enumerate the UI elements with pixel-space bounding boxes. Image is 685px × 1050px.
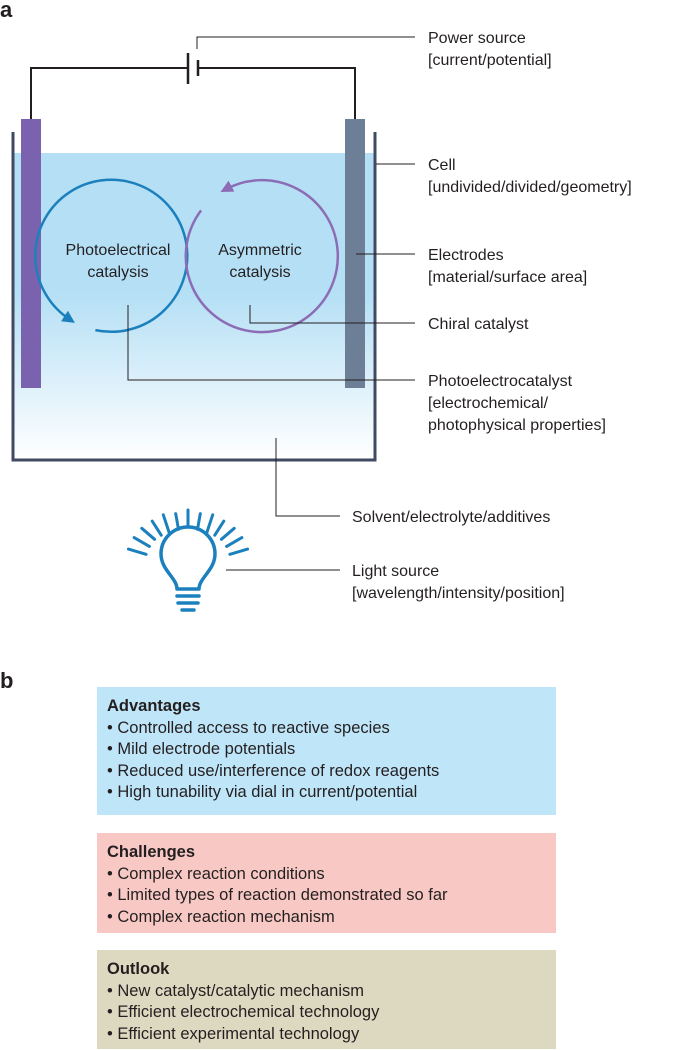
cell-detail: [undivided/divided/geometry] (428, 179, 632, 196)
lightbulb-icon (126, 508, 250, 612)
light-source-detail: [wavelength/intensity/position] (352, 585, 565, 602)
light-source-label: Light source (352, 563, 439, 580)
panel-b-letter: b (0, 668, 14, 693)
advantages-box: Advantages • Controlled access to reacti… (97, 687, 556, 815)
panel-a-letter: a (0, 0, 13, 22)
advantages-item: • Controlled access to reactive species (107, 718, 390, 737)
challenges-item: • Complex reaction conditions (107, 864, 325, 883)
asym-cycle-arrow (184, 178, 340, 334)
right-electrode (345, 119, 365, 388)
bulb-glass (159, 525, 217, 591)
photoelectrocatalyst-label: Photoelectrocatalyst (428, 373, 573, 390)
photo-cycle-label-line2: catalysis (87, 264, 148, 281)
reaction-cell (11, 132, 377, 462)
power-source-detail: [current/potential] (428, 52, 552, 69)
leader-lines (127, 36, 415, 571)
cell-label: Cell (428, 157, 456, 174)
electrodes-detail: [material/surface area] (428, 269, 587, 286)
outlook-title: Outlook (107, 960, 170, 978)
asym-cycle-label-line2: catalysis (229, 264, 290, 281)
challenges-title: Challenges (107, 843, 196, 861)
bulb-base (175, 594, 201, 612)
right-wire (198, 67, 356, 119)
challenges-item: • Complex reaction mechanism (107, 907, 335, 926)
advantages-title: Advantages (107, 697, 201, 715)
challenges-box: Challenges • Complex reaction conditions… (97, 833, 556, 933)
cell-setup-diagram: Photoelectrical catalysis Asymmetric cat… (11, 30, 632, 612)
solvent-label: Solvent/electrolyte/additives (352, 509, 550, 526)
outlook-item: • New catalyst/catalytic mechanism (107, 981, 365, 1000)
photoelectrocatalyst-detail-1: [electrochemical/ (428, 395, 549, 412)
advantages-item: • Reduced use/interference of redox reag… (107, 761, 440, 780)
electrolyte-solution (13, 153, 375, 460)
photo-cycle-label-line1: Photoelectrical (66, 242, 171, 259)
power-source-label: Power source (428, 30, 526, 47)
solvent-leader (275, 438, 340, 517)
advantages-item: • High tunability via dial in current/po… (107, 783, 418, 801)
left-electrode (21, 119, 41, 388)
electrodes-label: Electrodes (428, 247, 504, 264)
photo-cycle-arrow (34, 178, 189, 334)
power-leader (196, 36, 415, 49)
photoelectrocatalyst-detail-2: photophysical properties] (428, 417, 606, 434)
light-rays (126, 508, 250, 556)
chiral-catalyst-label: Chiral catalyst (428, 316, 529, 333)
photoelectro-leader (127, 305, 415, 381)
outlook-box: Outlook • New catalyst/catalytic mechani… (97, 950, 556, 1049)
outlook-item: • Efficient experimental technology (107, 1024, 360, 1043)
left-wire (30, 67, 188, 119)
outlook-item: • Efficient electrochemical technology (107, 1003, 380, 1021)
asym-cycle-label-line1: Asymmetric (218, 242, 302, 259)
chiral-leader (249, 305, 415, 324)
challenges-item: • Limited types of reaction demonstrated… (107, 886, 448, 904)
advantages-item: • Mild electrode potentials (107, 740, 296, 758)
